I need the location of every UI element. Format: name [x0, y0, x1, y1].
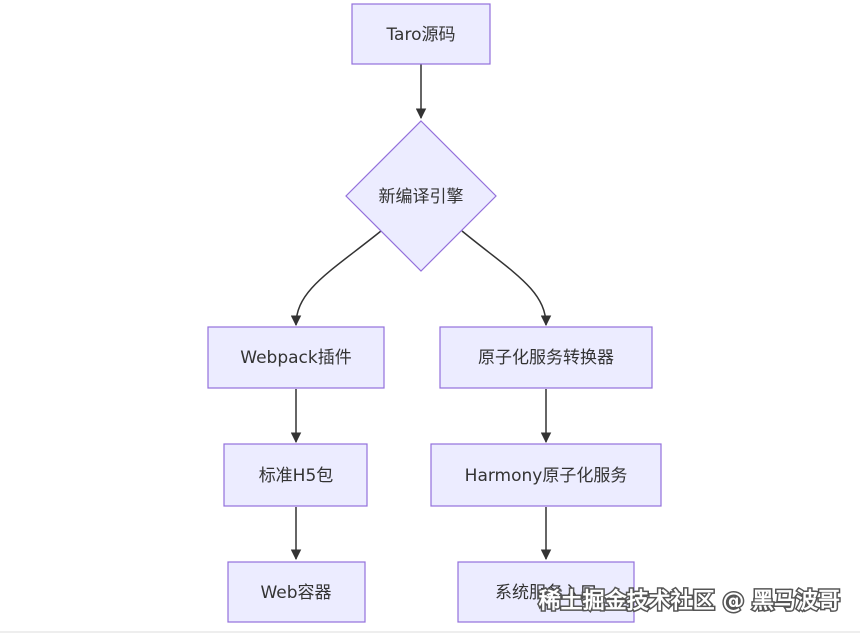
node-label-harmony-atomic-service: Harmony原子化服务 — [465, 466, 628, 486]
node-taro-source: Taro源码 — [351, 3, 491, 65]
node-standard-h5-package: 标准H5包 — [223, 443, 368, 507]
node-web-container: Web容器 — [227, 561, 366, 623]
edges — [290, 64, 552, 561]
edge-engine-to-converter — [461, 230, 552, 327]
node-label-standard-h5-package: 标准H5包 — [259, 466, 334, 486]
node-new-compile-engine: 新编译引擎 — [345, 120, 497, 272]
node-atomic-service-converter: 原子化服务转换器 — [439, 326, 653, 389]
edge-engine-to-webpack — [290, 230, 382, 327]
node-label-taro-source: Taro源码 — [385, 25, 455, 45]
watermark: 稀土掘金技术社区 @ 黑马波哥 — [539, 588, 840, 614]
node-label-system-service-entry: 系统服务入口 — [495, 583, 597, 603]
node-label-webpack-plugin: Webpack插件 — [240, 348, 351, 368]
node-system-service-entry: 系统服务入口 — [457, 561, 635, 623]
node-webpack-plugin: Webpack插件 — [207, 326, 385, 389]
node-label-new-compile-engine: 新编译引擎 — [379, 187, 464, 207]
node-label-web-container: Web容器 — [260, 583, 331, 603]
node-label-atomic-service-converter: 原子化服务转换器 — [478, 348, 614, 368]
node-harmony-atomic-service: Harmony原子化服务 — [430, 443, 662, 507]
